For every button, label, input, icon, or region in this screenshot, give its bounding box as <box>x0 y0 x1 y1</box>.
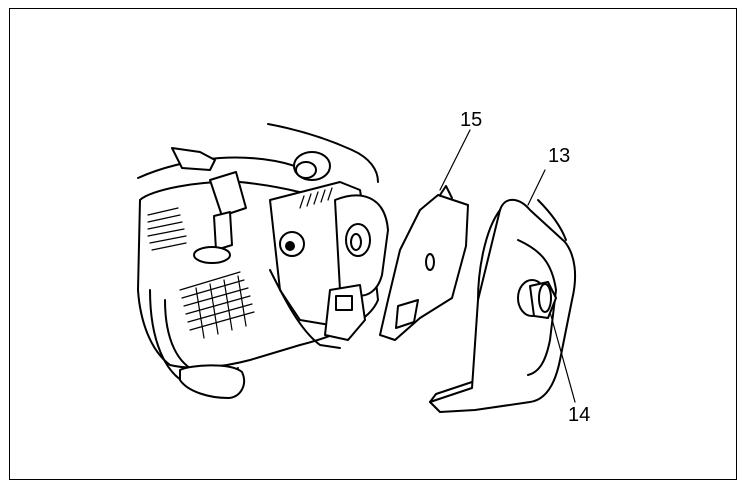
cover-knob <box>517 279 557 319</box>
callout-13: 13 <box>548 145 571 167</box>
leader-14 <box>549 311 576 403</box>
leader-15 <box>439 129 471 191</box>
callout-15: 15 <box>460 109 483 131</box>
diagram-frame <box>9 8 737 480</box>
gasket-plate <box>379 185 469 341</box>
chainsaw-body <box>137 123 389 399</box>
callout-14: 14 <box>568 404 591 426</box>
leader-lines <box>439 129 576 403</box>
leader-13 <box>527 169 546 206</box>
side-cover <box>429 198 577 413</box>
